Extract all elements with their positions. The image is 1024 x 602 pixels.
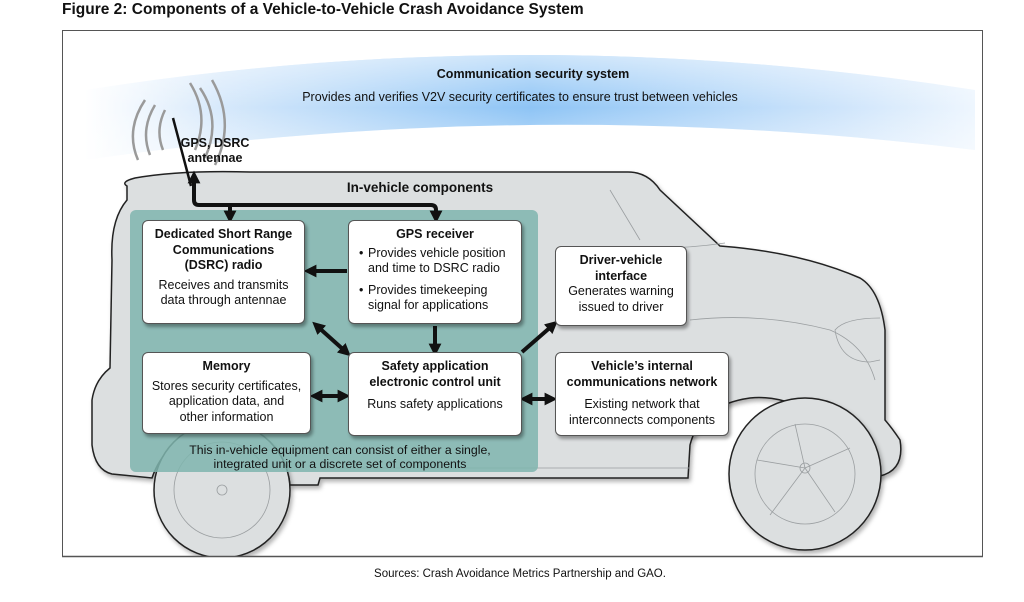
safety-ecu-box: Safety application electronic control un… (348, 352, 522, 436)
connection-arrows (187, 170, 558, 406)
memory-title: Memory (202, 359, 251, 373)
antenna-label-line1: GPS, DSRC (180, 136, 250, 150)
in-vehicle-note: This in-vehicle equipment can consist of… (140, 443, 540, 471)
dvi-desc-line2: issued to driver (578, 299, 664, 314)
security-band (85, 55, 975, 160)
gps-receiver-box: GPS receiver Provides vehicle position a… (348, 220, 522, 324)
network-desc-line1: Existing network that (584, 397, 700, 411)
gps-title: GPS receiver (396, 227, 474, 241)
gps-bullet: Provides timekeeping signal for applicat… (359, 283, 515, 314)
security-system-title: Communication security system (436, 67, 630, 81)
dsrc-desc-line2: data through antennae (160, 293, 287, 307)
network-desc-line2: interconnects components (569, 412, 715, 427)
dsrc-title-line2: Communications (172, 242, 275, 257)
memory-desc-line1: Stores security certificates, (151, 378, 302, 393)
memory-desc-line2: application data, and (168, 394, 285, 408)
memory-box: Memory Stores security certificates, app… (142, 352, 311, 434)
figure-title: Figure 2: Components of a Vehicle-to-Veh… (62, 1, 584, 18)
ecu-title-line2: electronic control unit (369, 374, 501, 389)
ecu-desc: Runs safety applications (367, 397, 503, 411)
gps-bullets: Provides vehicle position and time to DS… (349, 246, 521, 314)
memory-desc-line3: other information (179, 409, 274, 424)
front-wheel (728, 397, 882, 551)
dvi-title-line1: Driver-vehicle (579, 253, 663, 267)
antenna-label-line2: antennae (187, 151, 243, 165)
dsrc-desc-line1: Receives and transmits (158, 277, 289, 292)
gps-bullet: Provides vehicle position and time to DS… (359, 246, 515, 277)
dsrc-title-line3: (DSRC) radio (184, 258, 263, 272)
dvi-desc-line1: Generates warning (568, 284, 674, 298)
network-title-line2: communications network (566, 374, 718, 389)
dvi-title-line2: interface (594, 268, 648, 283)
arrow-ecu-dvi (520, 320, 558, 354)
ecu-title-line1: Safety application (381, 359, 489, 373)
arrow-dsrc-ecu (312, 321, 351, 357)
note-line2: integrated unit or a discrete set of com… (213, 457, 467, 471)
network-title-line1: Vehicle’s internal (591, 359, 693, 373)
arrow-antenna-bus (187, 170, 443, 224)
internal-network-box: Vehicle’s internal communications networ… (555, 352, 729, 436)
driver-vehicle-interface-box: Driver-vehicle interface Generates warni… (555, 246, 687, 326)
note-line1: This in-vehicle equipment can consist of… (189, 443, 491, 457)
dsrc-title-line1: Dedicated Short Range (154, 227, 293, 241)
antenna-signal-icon (131, 79, 226, 166)
in-vehicle-title: In-vehicle components (346, 180, 494, 195)
security-system-description: Provides and verifies V2V security certi… (302, 90, 738, 104)
dsrc-radio-box: Dedicated Short Range Communications (DS… (142, 220, 305, 324)
antenna-label: GPS, DSRC antennae (180, 136, 250, 166)
figure-source: Sources: Crash Avoidance Metrics Partner… (374, 568, 666, 580)
